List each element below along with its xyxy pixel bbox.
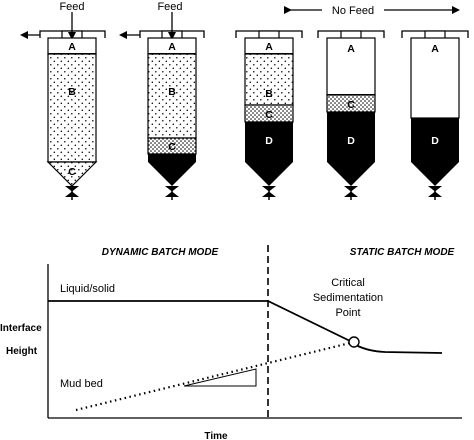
thickener-3: A B C D: [235, 30, 303, 200]
thickener-2-valve-icon: [165, 186, 179, 197]
thickener-3-zone-c-label: C: [265, 109, 273, 121]
thickener-3-valve-icon: [262, 186, 276, 197]
interface-height-graph: DYNAMIC BATCH MODE STATIC BATCH MODE Int…: [0, 245, 462, 440]
thickener-2-zone-a-label: A: [168, 41, 176, 53]
thickener-5-zone-a-label: A: [431, 43, 439, 55]
dynamic-mode-label: DYNAMIC BATCH MODE: [102, 247, 219, 258]
thickener-1-valve-icon: [65, 186, 79, 197]
thickener-4-zone-a: [326, 37, 376, 96]
critical-sedimentation-point: [348, 336, 360, 348]
thickener-2-zone-c-label: C: [168, 141, 176, 153]
thickener-1-zone-b-label: B: [68, 86, 76, 98]
liquid-solid-label: Liquid/solid: [60, 283, 115, 295]
thickener-5-valve-icon: [428, 186, 442, 197]
thickener-2-zone-b-label: B: [168, 86, 176, 98]
thickener-1-feed-label: Feed: [59, 1, 84, 13]
critical-point-label-line1: Critical: [331, 277, 365, 289]
thickener-2-zone-b: [147, 53, 197, 139]
thickener-4-zone-d: [327, 112, 375, 186]
mud-bed-line: [75, 341, 351, 412]
thickener-4-zone-a-label: A: [347, 43, 355, 55]
thickener-3-zone-d: [245, 122, 293, 186]
thickener-5-zone-a: [410, 37, 460, 119]
thickener-1-zone-c-cone: [46, 161, 98, 187]
thickener-3-zone-b-label: B: [265, 88, 273, 100]
liquid-solid-interface-curve: [48, 300, 443, 354]
thickener-3-zone-d-label: D: [265, 135, 273, 147]
no-feed-label-bg: [322, 2, 384, 17]
critical-point-label-line3: Point: [335, 307, 360, 319]
thickener-3-zone-a-label: A: [265, 41, 273, 53]
y-axis-label-line1: Interface: [0, 323, 42, 334]
thickener-5: A D: [401, 30, 469, 200]
thickener-5-zone-d: [411, 118, 459, 186]
thickener-1-zone-a-label: A: [68, 41, 76, 53]
x-axis-label: Time: [204, 431, 228, 440]
thickener-2-feed-label: Feed: [157, 1, 182, 13]
thickener-2-zone-d: [148, 154, 196, 186]
thickener-1-zone-c-label: C: [68, 166, 76, 178]
thickener-4-zone-c-label: C: [347, 99, 355, 111]
thickener-series: Feed A B C Feed A B C: [20, 1, 469, 200]
thickener-4-zone-d-label: D: [347, 135, 355, 147]
y-axis-label-line2: Height: [6, 346, 38, 357]
critical-point-label-line2: Sedimentation: [313, 292, 383, 304]
thickener-1: Feed A B C: [20, 1, 106, 200]
thickener-5-zone-d-label: D: [431, 135, 439, 147]
static-mode-label: STATIC BATCH MODE: [350, 247, 455, 258]
thickener-4-valve-icon: [344, 186, 358, 197]
thickener-3-zone-b: [244, 53, 294, 106]
thickener-4: A C D: [317, 30, 385, 200]
thickener-1-zone-b: [47, 53, 97, 163]
slope-triangle: [183, 368, 257, 387]
no-feed-label: No Feed: [332, 5, 374, 17]
thickener-2: Feed A B C: [119, 1, 205, 200]
mud-bed-label: Mud bed: [60, 378, 103, 390]
